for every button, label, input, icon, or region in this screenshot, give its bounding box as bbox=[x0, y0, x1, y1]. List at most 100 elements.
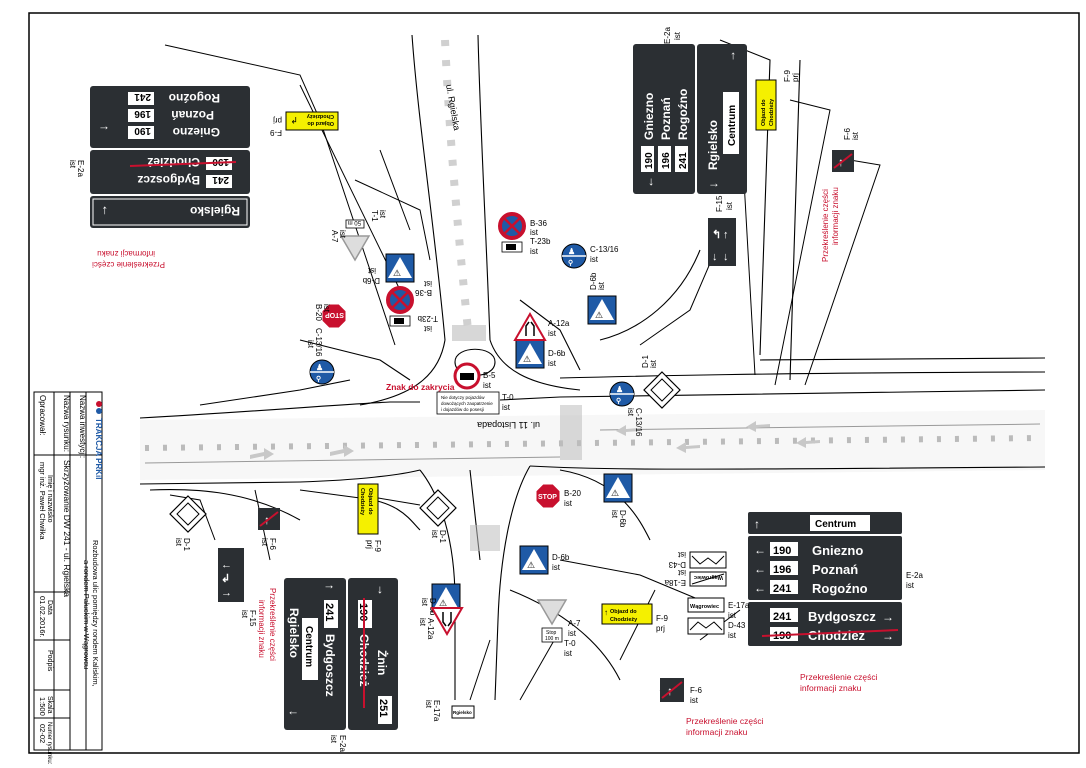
destination-rgielsko: Rgielsko bbox=[287, 608, 301, 658]
arrow-turn-icon: ↱ bbox=[290, 115, 298, 125]
arrow-right-icon: → bbox=[882, 610, 894, 624]
code-f9: F-9 bbox=[269, 128, 282, 137]
sign-d6b-north: ⚠ bbox=[385, 253, 415, 283]
arrow-turn-icon: ↲ bbox=[221, 573, 230, 585]
code-a7: A-7 bbox=[568, 619, 581, 628]
status-ist: ist bbox=[851, 131, 860, 140]
code-a12a: A-12a bbox=[426, 618, 435, 640]
sign-f15-northeast: ↰ ↑ ↓ ↓ bbox=[708, 218, 736, 266]
code-f15: F-15 bbox=[248, 610, 257, 627]
destination-gniezno: Gniezno bbox=[812, 543, 863, 558]
sign-d6b-south: ⚠ bbox=[519, 545, 549, 575]
destination-rogozno: Rogoźno bbox=[676, 89, 690, 140]
code-d6b: D-6b bbox=[362, 276, 380, 285]
route-190: 190 bbox=[773, 545, 791, 557]
status-ist: ist bbox=[906, 581, 915, 590]
status-ist: ist bbox=[564, 649, 573, 658]
company-name: TRAKCJA PRKiI bbox=[94, 418, 103, 479]
status-ist: ist bbox=[260, 538, 269, 547]
crossout-note-line-1: Przekreślenie części bbox=[800, 672, 878, 682]
arrow-left-icon: ↰ bbox=[712, 229, 721, 241]
stop-plate-line-1: Stop bbox=[546, 630, 557, 636]
destination-poznan: Poznań bbox=[659, 97, 673, 140]
route-196: 196 bbox=[661, 152, 672, 169]
destination-centrum: Centrum bbox=[815, 519, 856, 530]
b5-plate-line-3: i dojazdów do posesji bbox=[441, 407, 484, 412]
arrow-down-icon: ↓ bbox=[712, 251, 718, 263]
destination-znin: Żnin bbox=[375, 650, 390, 675]
nazwa-inwestycji-line-2: a rondem Pałuckim w Wągrowcu bbox=[82, 560, 91, 669]
sign-f6-west: ↑ bbox=[258, 508, 280, 530]
nazwa-rysunku: Skrzyżowanie DW 241 - ul. Rgielska bbox=[62, 460, 72, 597]
status-ist: ist bbox=[610, 510, 619, 519]
destination-centrum: Centrum bbox=[727, 105, 738, 146]
route-241: 241 bbox=[212, 174, 229, 185]
status-ist: ist bbox=[306, 340, 315, 349]
objazd-line-2: Chodzieży bbox=[610, 617, 638, 623]
sign-a7-north: 50 m bbox=[339, 219, 371, 262]
sign-f9-south: Objazd do Chodzieży ↑ bbox=[601, 603, 653, 625]
code-e2a: E-2a bbox=[906, 571, 923, 580]
pedestrian-icon: ♟ bbox=[616, 385, 623, 394]
code-e18a: E-18a bbox=[664, 578, 686, 587]
code-c1316: C-13/16 bbox=[634, 408, 643, 437]
nazwa-inwestycji-label: Nazwa inwestycji: bbox=[78, 395, 87, 458]
destination-chodziez: Chodzież bbox=[808, 628, 866, 643]
status-ist: ist bbox=[590, 255, 599, 264]
code-d6b: D-6b bbox=[618, 510, 627, 528]
code-b36: B-36 bbox=[530, 219, 547, 228]
status-ist: ist bbox=[725, 201, 734, 210]
sign-d1-south bbox=[419, 489, 457, 527]
destination-bydgoszcz: Bydgoszcz bbox=[323, 634, 337, 697]
drawing-number: 02-02 bbox=[38, 724, 47, 743]
destination-poznan: Poznań bbox=[812, 562, 858, 577]
arrow-down-icon: ↓ bbox=[706, 182, 720, 188]
code-d1: D-1 bbox=[438, 530, 447, 543]
arrow-right-icon: → bbox=[375, 584, 389, 596]
code-f9: F-9 bbox=[783, 69, 792, 82]
sign-a12a-south bbox=[430, 607, 464, 637]
sign-c1316-north: ♟ ⚲ bbox=[561, 243, 587, 269]
status-ist: ist bbox=[502, 403, 511, 412]
objazd-line-2: Chodzieży bbox=[359, 488, 365, 516]
crossout-note-line-2: informacji znaku bbox=[800, 683, 862, 693]
sign-f9-west: Objazd do Chodzieży bbox=[357, 483, 379, 535]
status-ist: ist bbox=[728, 611, 737, 620]
status-ist: ist bbox=[677, 568, 686, 577]
code-f6: F-6 bbox=[690, 686, 703, 695]
sign-b36-north bbox=[498, 212, 526, 253]
arrow-left-icon: ← bbox=[221, 559, 232, 571]
route-251: 251 bbox=[377, 699, 389, 717]
pedestrian-icon: ♟ bbox=[316, 363, 323, 372]
direction-sign-e2a-southeast: ↑ Centrum ← 190 Gniezno ← 196 Poznań ← 2… bbox=[748, 512, 902, 646]
code-t1: T-1 bbox=[370, 210, 379, 222]
destination-bydgoszcz: Bydgoszcz bbox=[137, 173, 200, 187]
arrow-left-icon: ← bbox=[754, 562, 766, 576]
pedestrian-icon: ⚠ bbox=[611, 488, 619, 498]
destination-rogozno: Rogoźno bbox=[812, 581, 868, 596]
crossout-note-line-1: Przekreślenie części bbox=[268, 588, 277, 661]
sign-f15-west: ← ↲ → bbox=[218, 548, 244, 602]
objazd-line-1: Objazd do bbox=[761, 99, 767, 126]
code-e2a: E-2a bbox=[338, 735, 347, 752]
arrow-right-icon: → bbox=[882, 629, 894, 643]
sign-d1-southwest bbox=[169, 495, 207, 533]
status-ist: ist bbox=[568, 629, 577, 638]
destination-rgielsko: Rgielsko bbox=[190, 204, 240, 218]
direction-sign-e2a-south: → 251 Żnin 190 Chodzież ↑ 241 Bydgoszcz … bbox=[284, 578, 398, 730]
crossout-note-line-1: Przekreślenie części bbox=[92, 260, 165, 269]
sign-d6b-centre: ⚠ bbox=[515, 339, 545, 369]
status-ist: ist bbox=[322, 304, 331, 313]
header-numer: Numer rysunku: bbox=[46, 722, 52, 765]
header-imie: Imię i nazwisko bbox=[46, 475, 53, 523]
destination-centrum: Centrum bbox=[303, 626, 314, 667]
code-e2a: E-2a bbox=[663, 27, 672, 44]
code-f15: F-15 bbox=[715, 195, 724, 212]
code-f6: F-6 bbox=[268, 538, 277, 551]
code-t0: T-0 bbox=[564, 639, 576, 648]
status-ist: ist bbox=[420, 598, 429, 607]
route-241: 241 bbox=[678, 152, 689, 169]
nazwa-rysunku-label: Nazwa rysunku: bbox=[62, 395, 71, 452]
sign-e17a-wagrowiec: Wągrowiec bbox=[687, 597, 725, 613]
crossout-note-line-2: informacji znaku bbox=[257, 600, 266, 658]
